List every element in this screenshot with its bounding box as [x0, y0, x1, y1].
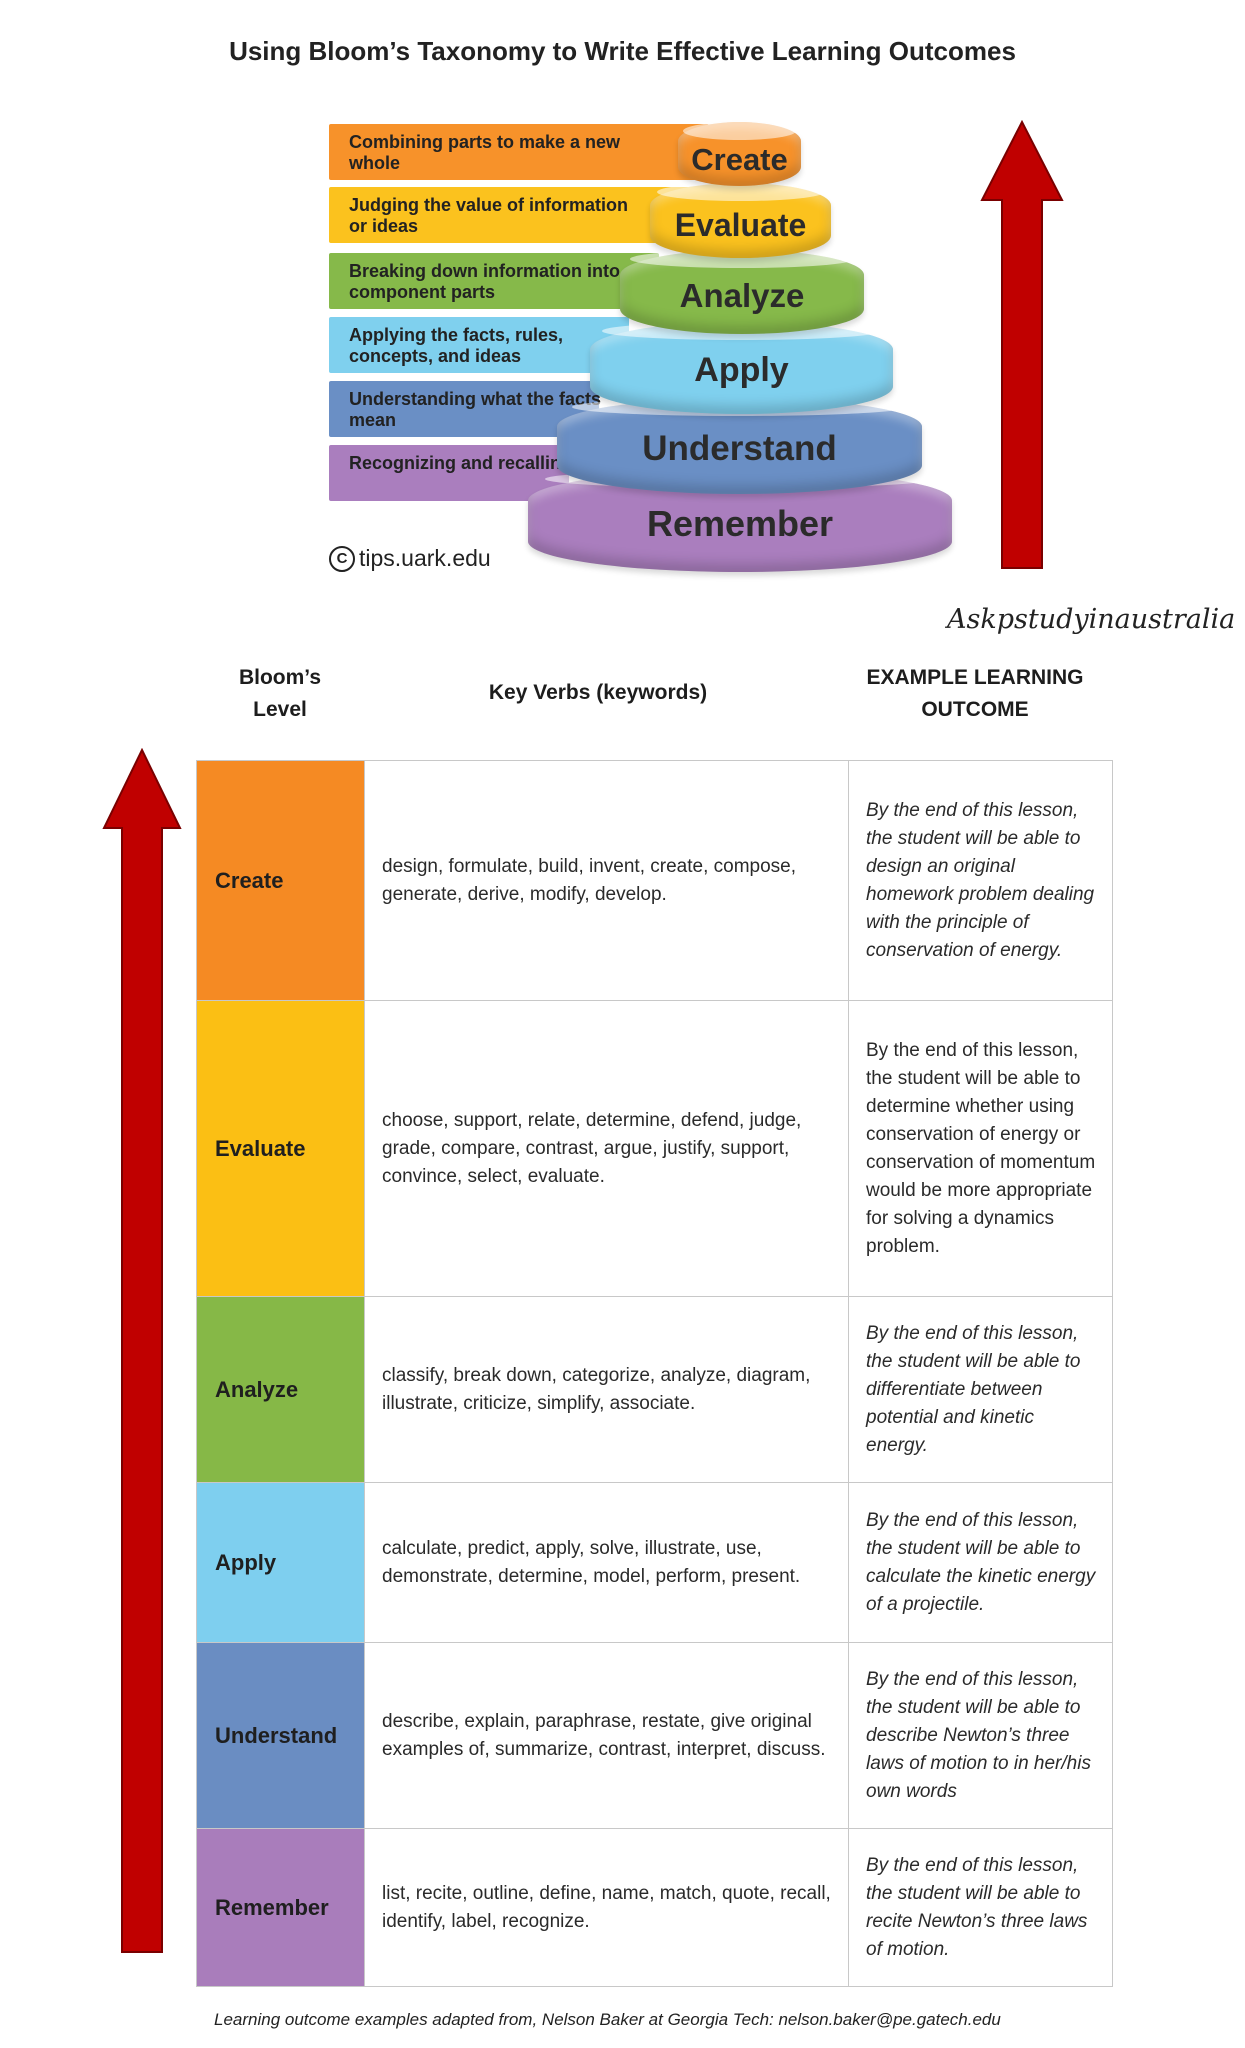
level-cell: Apply [196, 1482, 365, 1643]
outcome-cell: By the end of this lesson, the student w… [848, 1296, 1113, 1483]
pyramid-desc-create: Combining parts to make a new whole [329, 124, 709, 180]
tier-highlight [682, 122, 797, 140]
copyright-icon: C [329, 545, 355, 572]
header-verbs: Key Verbs (keywords) [488, 681, 708, 704]
watermark: Askpstudyinaustralia [947, 604, 1236, 635]
level-cell: Evaluate [196, 1000, 365, 1297]
tier-label: Evaluate [674, 207, 807, 243]
up-arrow-icon [980, 120, 1064, 569]
header-level: Bloom’s Level [238, 666, 322, 721]
verbs-cell: choose, support, relate, determine, defe… [364, 1000, 849, 1297]
tier-highlight [657, 183, 824, 201]
verbs-cell: calculate, predict, apply, solve, illust… [364, 1482, 849, 1643]
pyramid-desc-evaluate: Judging the value of information or idea… [329, 187, 689, 243]
tier-label: Apply [694, 351, 789, 389]
outcome-cell: By the end of this lesson, the student w… [848, 1828, 1113, 1987]
outcome-cell: By the end of this lesson, the student w… [848, 1642, 1113, 1829]
pyramid-tier-analyze: Analyze [620, 250, 864, 334]
pyramid-desc-analyze: Breaking down information into component… [329, 253, 659, 309]
credit-text: tips.uark.edu [359, 545, 491, 571]
page-title: Using Bloom’s Taxonomy to Write Effectiv… [229, 36, 1016, 66]
verbs-cell: design, formulate, build, invent, create… [364, 760, 849, 1001]
pyramid-desc-remember: Recognizing and recalling facts [329, 445, 619, 501]
tier-label: Understand [642, 429, 837, 468]
verbs-cell: describe, explain, paraphrase, restate, … [364, 1642, 849, 1829]
credit: C tips.uark.edu [329, 545, 491, 572]
header-outcome: EXAMPLE LEARNING OUTCOME [866, 666, 1084, 721]
tier-label: Analyze [679, 277, 805, 314]
footnote: Learning outcome examples adapted from, … [214, 2010, 1001, 2029]
verbs-cell: list, recite, outline, define, name, mat… [364, 1828, 849, 1987]
tier-highlight [629, 250, 855, 268]
level-cell: Create [196, 760, 365, 1001]
tier-label: Remember [646, 503, 834, 544]
level-cell: Analyze [196, 1296, 365, 1483]
level-cell: Understand [196, 1642, 365, 1829]
outcome-cell: By the end of this lesson, the student w… [848, 1482, 1113, 1643]
pyramid-tier-understand: Understand [557, 398, 922, 494]
pyramid-tier-apply: Apply [590, 322, 893, 414]
outcome-cell: By the end of this lesson, the student w… [848, 1000, 1113, 1297]
outcome-cell: By the end of this lesson, the student w… [848, 760, 1113, 1001]
level-cell: Remember [196, 1828, 365, 1987]
pyramid-tier-evaluate: Evaluate [650, 183, 831, 258]
tier-label: Create [691, 142, 788, 177]
up-arrow-icon [102, 748, 182, 1953]
pyramid-desc-apply: Applying the facts, rules, concepts, and… [329, 317, 629, 373]
pyramid-desc-understand: Understanding what the facts mean [329, 381, 601, 437]
pyramid-tier-create: Create [678, 122, 801, 186]
verbs-cell: classify, break down, categorize, analyz… [364, 1296, 849, 1483]
